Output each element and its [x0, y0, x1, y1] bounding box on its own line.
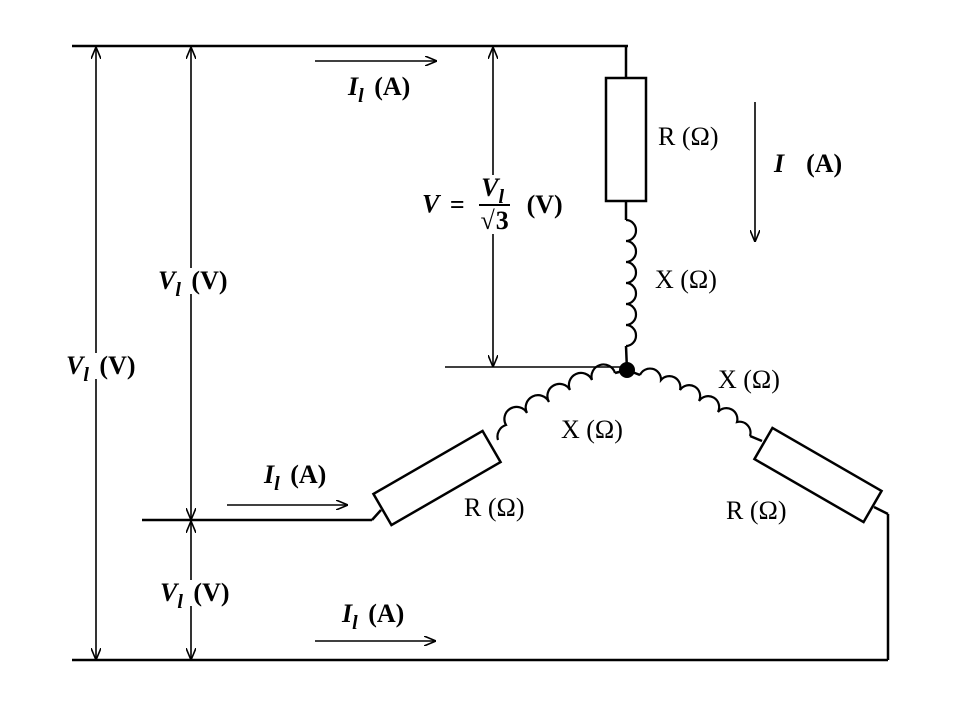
vl-outer-label: Vl (V): [66, 351, 136, 386]
top-inductor: [625, 218, 638, 348]
left-branch-wire-outer: [371, 509, 382, 521]
il-top-label: Il (A): [348, 72, 411, 107]
vl-upper-label: Vl (V): [158, 266, 228, 301]
x-right-label: X (Ω): [718, 365, 780, 394]
phase-voltage-formula: V = Vl √3 (V): [422, 173, 563, 235]
left-inductor: [496, 363, 617, 441]
right-branch-wire-mid: [749, 434, 763, 443]
left-resistor: [371, 429, 503, 527]
right-inductor: [638, 367, 752, 437]
vl-lower-label: Vl (V): [160, 578, 230, 613]
r-left-label: R (Ω): [464, 493, 525, 522]
phase-current-label: I(A): [774, 149, 843, 178]
phase-voltage-fraction: Vl √3: [479, 173, 511, 235]
right-branch-wire-outer: [873, 505, 889, 516]
r-right-label: R (Ω): [726, 496, 787, 525]
x-left-label: X (Ω): [561, 415, 623, 444]
star-point-node: [619, 362, 635, 378]
il-mid-label: Il (A): [264, 460, 327, 495]
il-bot-label: Il (A): [342, 599, 405, 634]
right-resistor: [752, 426, 884, 524]
top-resistor: [604, 76, 648, 203]
r-top-label: R (Ω): [658, 122, 719, 151]
x-top-label: X (Ω): [655, 265, 717, 294]
